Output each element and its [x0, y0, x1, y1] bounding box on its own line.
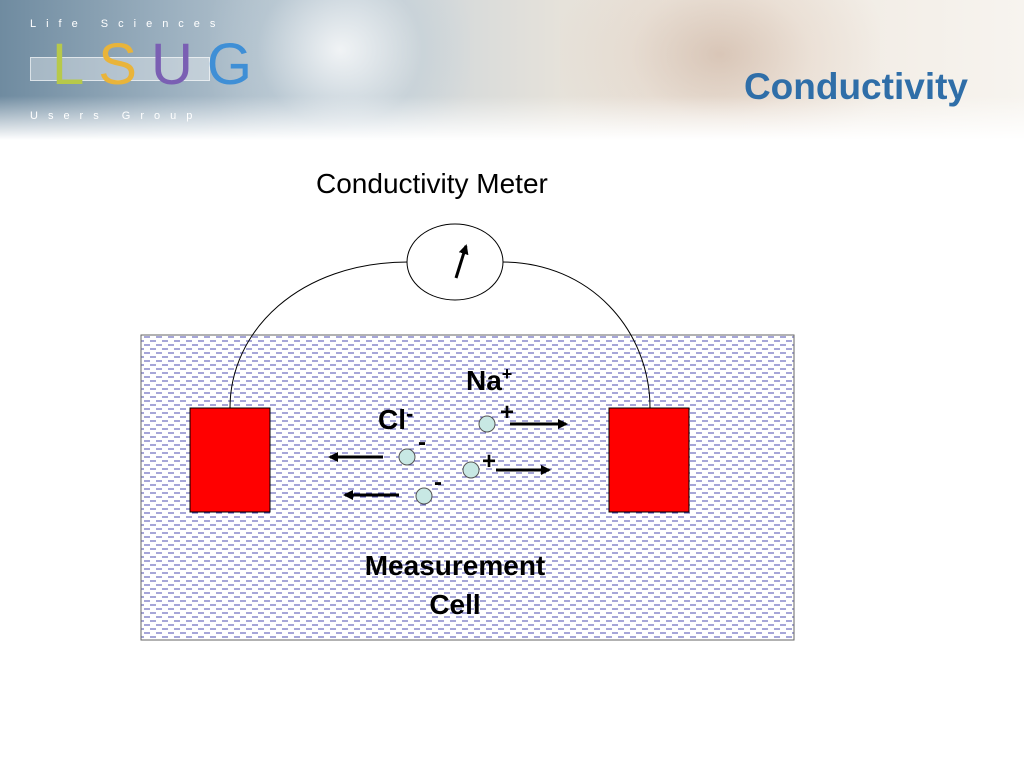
banner-fade: [0, 96, 1024, 140]
cell-label-line1: Measurement: [365, 550, 546, 581]
cation-charge: +: [482, 448, 496, 475]
logo-letter-g: G: [206, 32, 266, 97]
logo-letter-s: S: [98, 32, 151, 97]
anion-label: Cl-: [378, 401, 413, 435]
anion-charge: -: [418, 429, 426, 456]
cation-particle: [478, 415, 496, 433]
anion-charge: -: [434, 469, 442, 496]
wire-left: [229, 261, 409, 409]
electrode-left: [189, 407, 271, 513]
meter-label: Conductivity Meter: [316, 168, 548, 199]
cell-label-line2: Cell: [429, 589, 480, 620]
header-banner: Life Sciences LSUG Users Group: [0, 0, 1024, 140]
wire-right: [501, 261, 651, 409]
cation-label: Na+: [466, 364, 512, 396]
anion-particle: [398, 448, 416, 466]
logo-letter-l: L: [52, 32, 99, 97]
meter-needle-icon: [454, 244, 469, 279]
logo-tagline-top: Life Sciences: [30, 18, 226, 30]
anion-particle: [415, 487, 433, 505]
logo-letter-u: U: [150, 32, 207, 97]
logo-tagline-bottom: Users Group: [30, 110, 203, 122]
electrode-right: [608, 407, 690, 513]
cation-particle: [462, 461, 480, 479]
lsug-logo: LSUG: [52, 36, 266, 94]
logo-bar: [30, 57, 210, 81]
slide-title: Conductivity: [743, 66, 968, 107]
meter-dial: [406, 223, 504, 301]
cation-charge: +: [500, 399, 514, 426]
